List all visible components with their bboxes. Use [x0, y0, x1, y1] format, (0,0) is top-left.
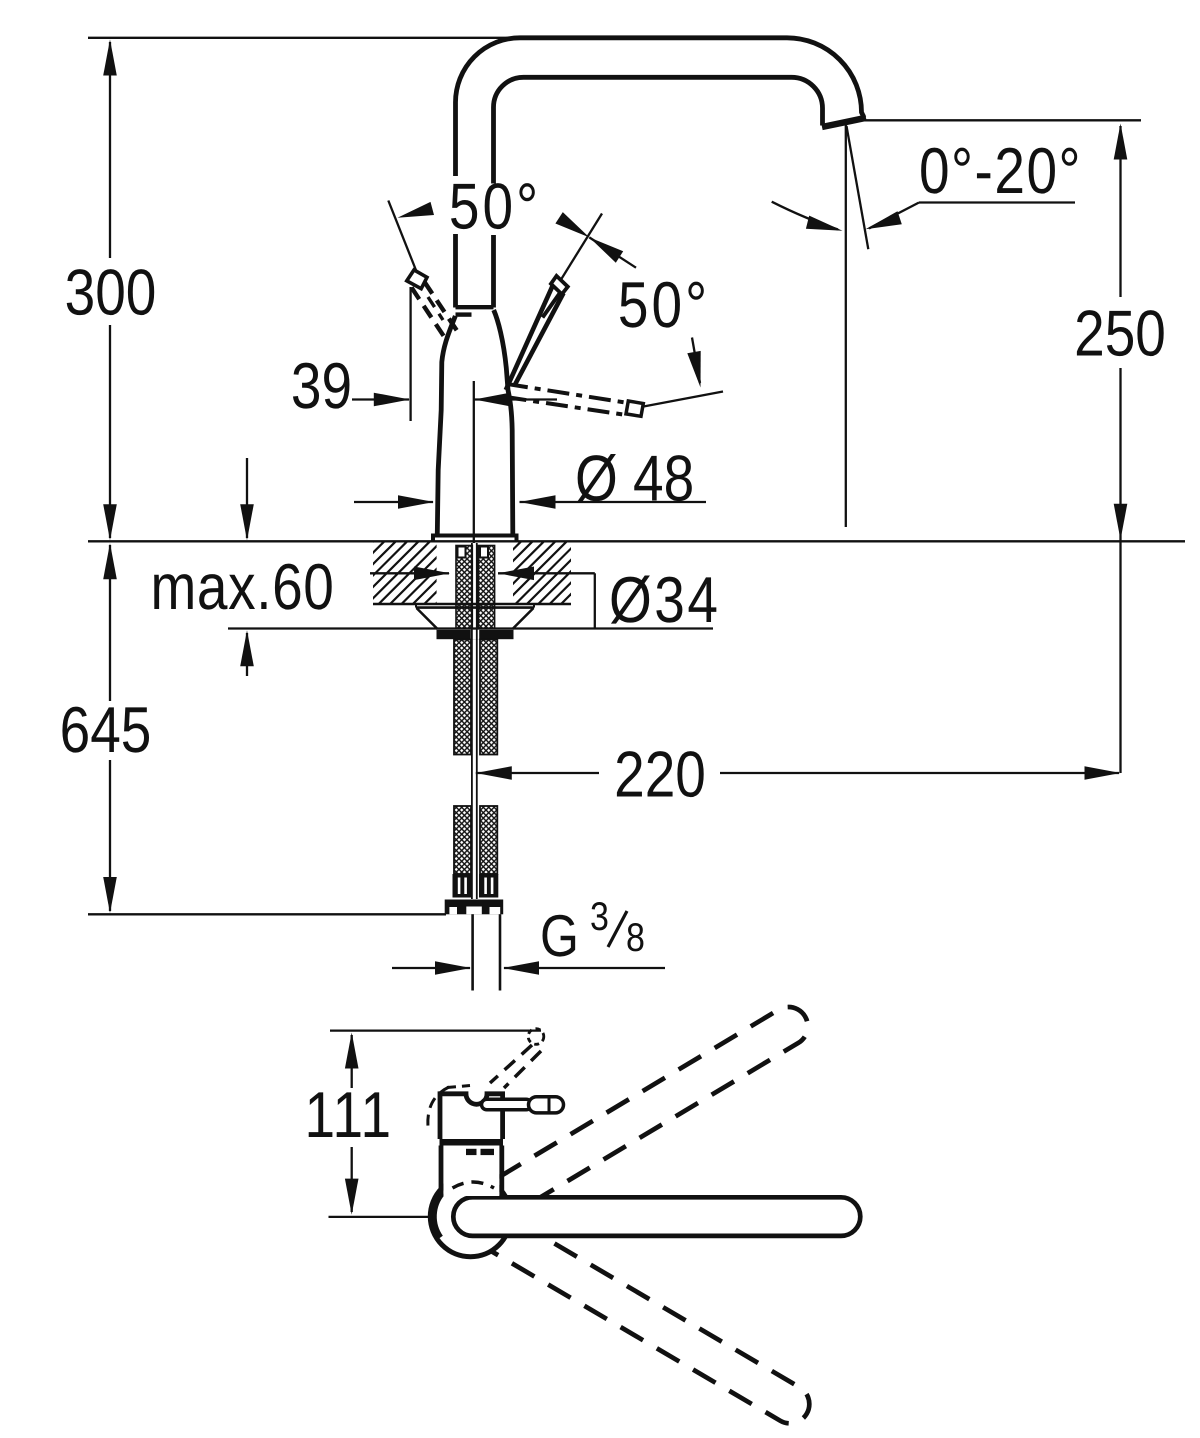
- svg-text:G: G: [540, 903, 579, 969]
- svg-text:50°: 50°: [618, 268, 710, 341]
- svg-text:0°-20°: 0°-20°: [919, 134, 1082, 207]
- svg-text:50°: 50°: [449, 170, 541, 243]
- svg-text:3: 3: [590, 895, 609, 940]
- svg-text:8: 8: [626, 916, 645, 961]
- svg-text:300: 300: [65, 256, 157, 329]
- svg-text:max.60: max.60: [151, 550, 335, 623]
- svg-text:39: 39: [291, 349, 352, 422]
- svg-text:220: 220: [614, 738, 706, 811]
- svg-text:Ø 48: Ø 48: [575, 442, 694, 515]
- svg-text:250: 250: [1074, 297, 1166, 370]
- svg-text:111: 111: [304, 1078, 392, 1151]
- svg-text:Ø34: Ø34: [609, 563, 720, 636]
- svg-text:645: 645: [60, 693, 152, 766]
